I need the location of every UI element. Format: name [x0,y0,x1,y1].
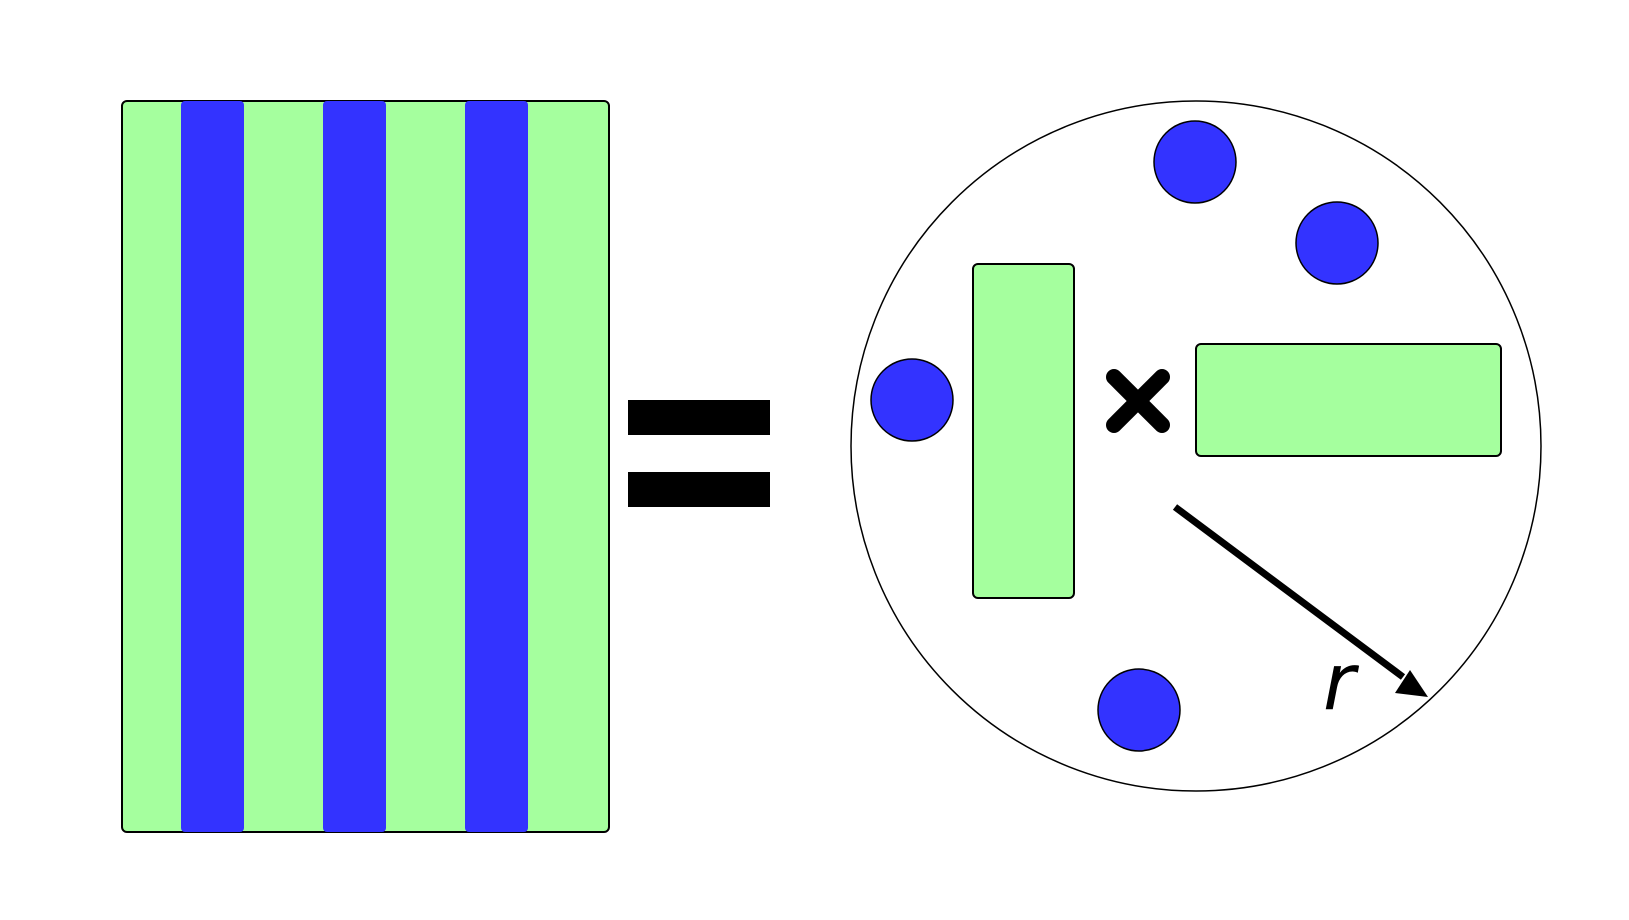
blue-stripe-2 [323,101,386,832]
blue-dot-left [870,358,954,442]
blue-dot-upper-right [1295,201,1379,285]
equals-sign [628,400,770,507]
equals-bar-top [628,400,770,435]
cross-icon [1106,369,1170,433]
unit-circle: r [850,100,1542,792]
green-bar-vertical [972,263,1075,599]
blue-dot-top [1153,120,1237,204]
radius-arrow [1172,504,1428,697]
blue-stripe-1 [181,101,244,832]
striped-block [121,100,610,833]
equals-bar-bottom [628,472,770,507]
radius-label: r [1323,638,1360,728]
blue-dot-bottom [1097,668,1181,752]
blue-stripe-3 [465,101,528,832]
green-bar-horizontal [1195,343,1502,457]
